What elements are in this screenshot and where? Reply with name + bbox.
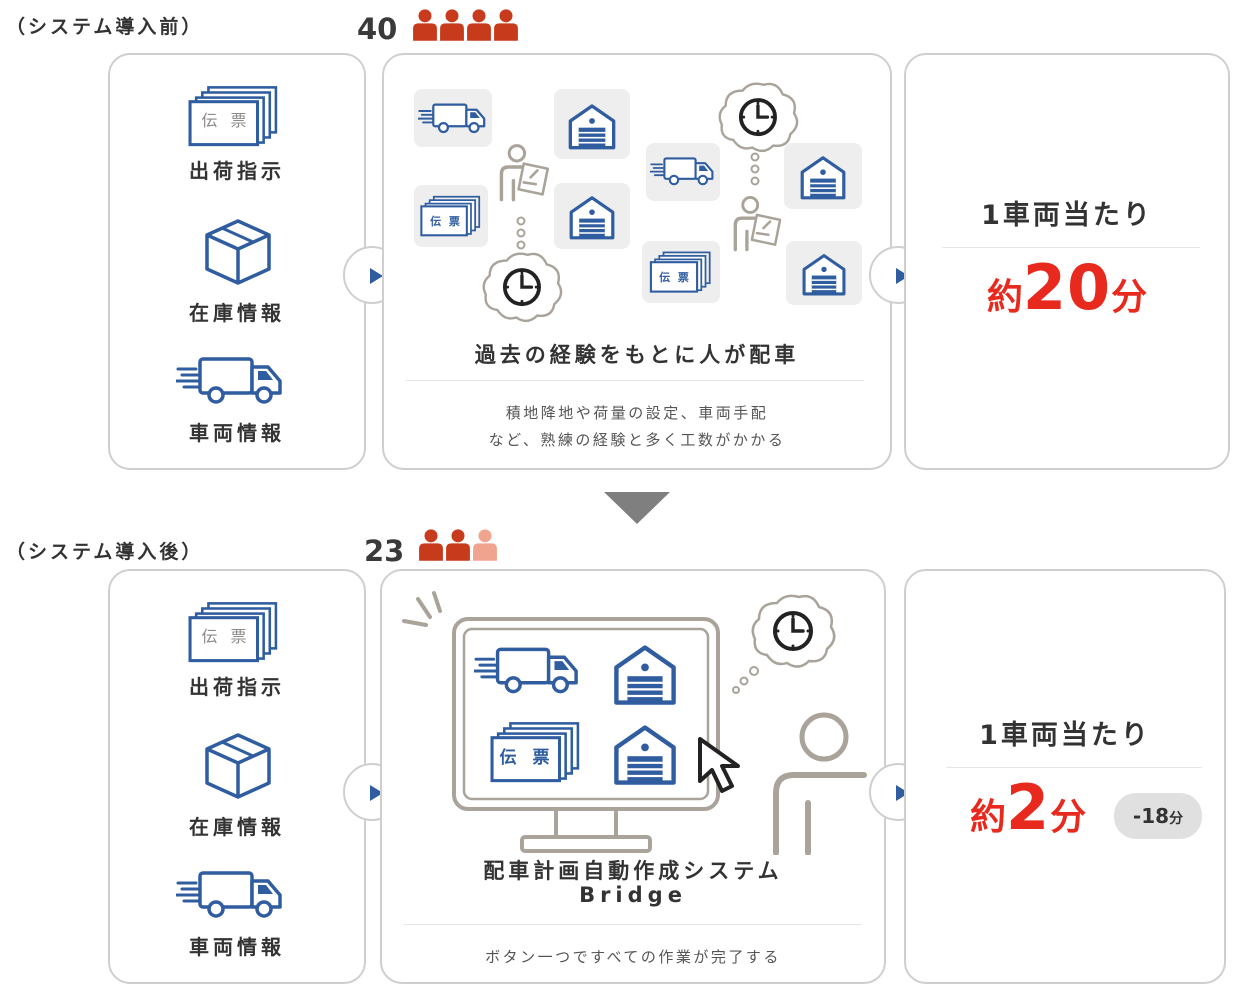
process-description-after: ボタン一つですべての作業が完了する xyxy=(485,948,781,966)
divider xyxy=(406,380,864,381)
truck-icon xyxy=(474,645,582,695)
warehouse-icon xyxy=(610,721,680,787)
system-name-bridge: Bridge xyxy=(579,883,687,907)
clock-bubble-icon xyxy=(746,593,838,673)
result-title-before: 1車両当たり xyxy=(981,200,1153,231)
divider xyxy=(942,247,1200,248)
process-card-after: 伝 票 配車計画自動作成システム Bridge ボタン一つですべての作業が完了す… xyxy=(380,569,886,984)
inputs-card-after: 伝 票 出荷指示 在庫情報 車両情報 xyxy=(108,569,366,984)
warehouse-tile xyxy=(784,143,862,209)
warehouse-tile xyxy=(786,241,862,305)
truck-tile xyxy=(414,89,492,147)
play-arrow-icon xyxy=(370,785,383,801)
staff-count-before: 40 xyxy=(357,12,398,46)
slip-icon-text: 伝 票 xyxy=(430,215,462,228)
warehouse-icon xyxy=(799,153,847,201)
input-label-vehicle: 車両情報 xyxy=(189,421,285,445)
thought-dots xyxy=(516,216,526,250)
staff-people-icons-before xyxy=(412,8,519,41)
play-arrow-icon xyxy=(370,268,383,284)
play-arrow-icon xyxy=(896,268,909,284)
badge-unit: 分 xyxy=(1169,811,1184,827)
staff-count-after: 23 xyxy=(364,534,405,568)
truck-icon xyxy=(176,355,286,405)
inputs-card-before: 伝 票 出荷指示 在庫情報 車両情報 xyxy=(108,53,366,470)
thought-dots xyxy=(732,666,759,694)
divider xyxy=(946,767,1202,768)
badge-value: -18 xyxy=(1132,804,1170,828)
warehouse-tile xyxy=(554,183,630,249)
process-card-before: 伝 票 伝 票 過去の経験をもとに人が配車 積地降地や荷量の設定、車両手配 など… xyxy=(382,53,892,470)
person-icon-partial xyxy=(472,528,498,561)
person-with-document-icon xyxy=(732,195,790,253)
warehouse-tile xyxy=(554,89,630,159)
slip-icon: 伝 票 xyxy=(490,721,582,783)
truck-icon xyxy=(418,101,488,135)
cursor-icon xyxy=(698,737,740,793)
person-icon xyxy=(439,8,465,41)
result-time-after: 約2分 xyxy=(970,771,1086,844)
process-description-line-1: 積地降地や荷量の設定、車両手配 xyxy=(505,404,769,422)
result-unit: 分 xyxy=(1111,277,1148,318)
section-label-before: （システム導入前） xyxy=(6,16,204,38)
result-title-after: 1車両当たり xyxy=(979,720,1151,751)
process-title-before: 過去の経験をもとに人が配車 xyxy=(474,343,800,367)
box-icon xyxy=(203,217,273,287)
input-label-shipping: 出荷指示 xyxy=(189,675,285,699)
clock-bubble-icon xyxy=(478,251,564,327)
person-with-document-icon xyxy=(498,143,558,203)
process-title-after: 配車計画自動作成システム xyxy=(483,859,783,883)
slip-icon-text: 伝 票 xyxy=(201,111,251,130)
input-label-vehicle: 車両情報 xyxy=(189,935,285,959)
process-description-line-2: など、熟練の経験と多く工数がかかる xyxy=(488,431,786,449)
truck-icon xyxy=(650,155,716,187)
result-prefix: 約 xyxy=(986,277,1023,318)
warehouse-icon xyxy=(568,193,616,241)
input-label-inventory: 在庫情報 xyxy=(189,815,285,839)
person-icon xyxy=(493,8,519,41)
slip-icon: 伝 票 xyxy=(188,85,280,147)
truck-tile xyxy=(646,143,720,201)
result-card-after: 1車両当たり 約2分 -18分 xyxy=(904,569,1226,984)
process-description-before: 積地降地や荷量の設定、車両手配 など、熟練の経験と多く工数がかかる xyxy=(384,400,890,454)
divider xyxy=(404,924,862,925)
person-icon xyxy=(445,528,471,561)
person-icon xyxy=(418,528,444,561)
staff-people-icons-after xyxy=(418,528,498,561)
down-arrow-icon xyxy=(604,492,670,524)
slip-tile: 伝 票 xyxy=(414,185,488,247)
warehouse-icon xyxy=(801,251,847,297)
result-unit: 分 xyxy=(1050,797,1087,838)
slip-tile: 伝 票 xyxy=(642,241,720,303)
slip-icon-text: 伝 票 xyxy=(499,748,555,768)
play-arrow-icon xyxy=(896,785,909,801)
section-label-after: （システム導入後） xyxy=(6,541,204,563)
result-value: 20 xyxy=(1022,251,1112,324)
person-icon xyxy=(412,8,438,41)
time-reduction-badge: -18分 xyxy=(1114,793,1202,839)
input-label-shipping: 出荷指示 xyxy=(189,159,285,183)
result-time-before: 約20分 xyxy=(906,251,1228,324)
truck-icon xyxy=(176,869,286,919)
slip-icon-text: 伝 票 xyxy=(201,627,251,646)
result-prefix: 約 xyxy=(970,797,1007,838)
result-value: 2 xyxy=(1006,771,1051,844)
slip-icon-text: 伝 票 xyxy=(659,271,691,284)
box-icon xyxy=(203,731,273,801)
person-icon xyxy=(466,8,492,41)
input-label-inventory: 在庫情報 xyxy=(189,301,285,325)
warehouse-icon xyxy=(610,641,680,707)
thought-dots xyxy=(750,152,760,186)
result-card-before: 1車両当たり 約20分 xyxy=(904,53,1230,470)
person-outline-icon xyxy=(773,712,867,855)
sparkle-lines-icon xyxy=(402,591,442,627)
slip-icon: 伝 票 xyxy=(188,601,280,663)
warehouse-icon xyxy=(567,101,617,151)
